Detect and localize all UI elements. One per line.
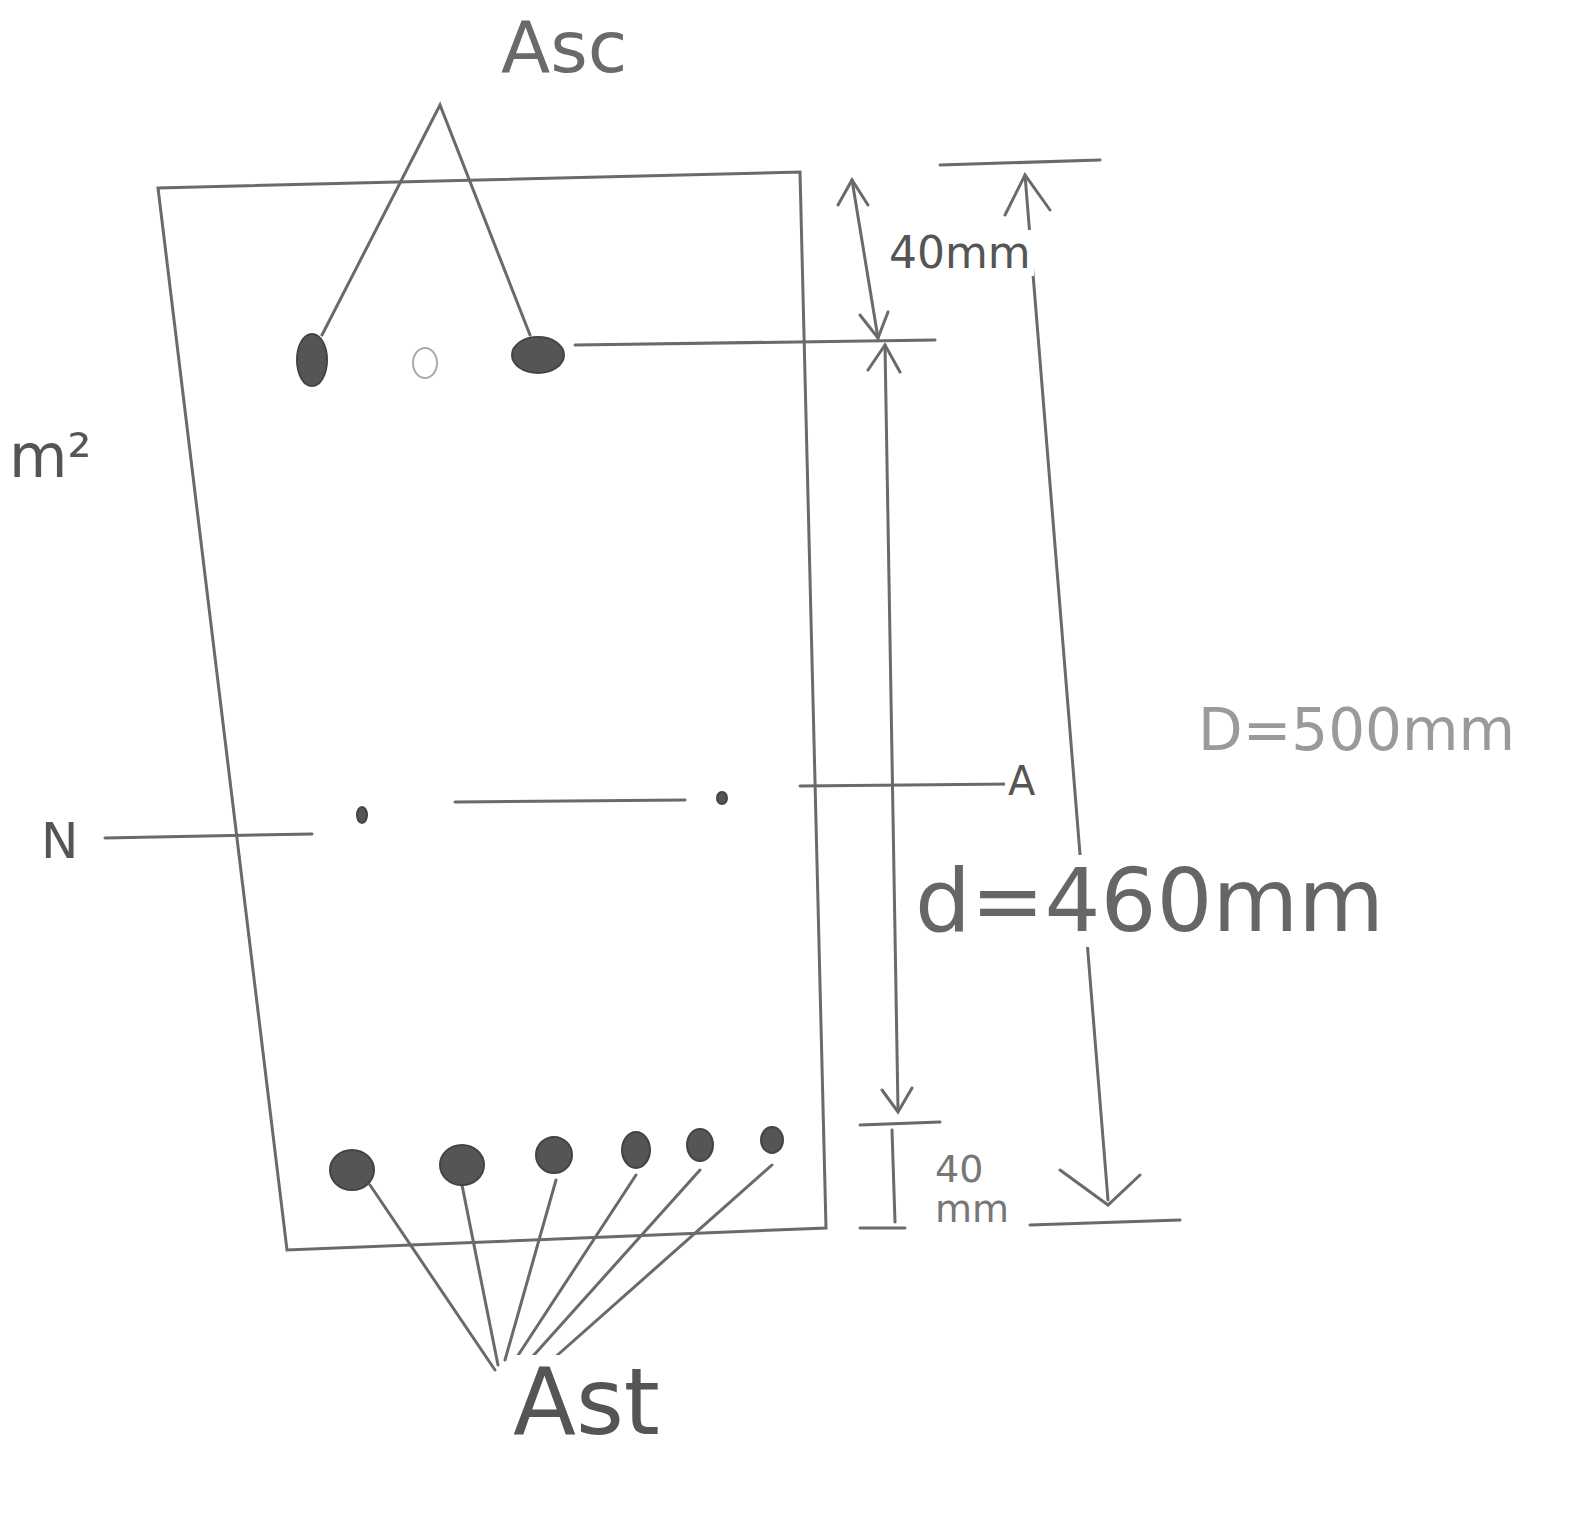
reinforcement-label: Ast bbox=[510, 1355, 663, 1452]
reinforcement-label: Asc bbox=[498, 10, 630, 86]
arrowhead bbox=[1005, 175, 1140, 1205]
dimension-line bbox=[940, 160, 1100, 165]
dimension-label: D=500mm bbox=[1195, 700, 1518, 761]
rebar bbox=[440, 1145, 484, 1185]
neutral-axis bbox=[455, 800, 685, 802]
dimension-line bbox=[860, 1227, 905, 1230]
dimension-line bbox=[1030, 1220, 1180, 1225]
dimension-label: d=460mm bbox=[912, 855, 1387, 947]
neutral-axis bbox=[800, 784, 1012, 786]
arrowhead bbox=[868, 345, 912, 1112]
axis-label: N bbox=[38, 815, 81, 868]
rebar bbox=[622, 1132, 650, 1168]
leader-line bbox=[370, 1165, 772, 1375]
rebar bbox=[413, 348, 437, 378]
dimension-line bbox=[852, 180, 878, 338]
dimension-line bbox=[1025, 175, 1108, 1200]
unit-label: m² bbox=[6, 425, 95, 488]
dimension-line bbox=[892, 1130, 895, 1222]
dimension-label: 40mm bbox=[886, 230, 1034, 276]
rebar bbox=[717, 792, 727, 804]
leader-line bbox=[322, 105, 530, 335]
rebar bbox=[687, 1129, 713, 1161]
arrowhead bbox=[838, 180, 888, 338]
rebar bbox=[357, 807, 367, 823]
dimension-label: 40 mm bbox=[932, 1150, 1018, 1230]
rebar bbox=[536, 1137, 572, 1173]
rebar bbox=[330, 1150, 374, 1190]
section-outline bbox=[158, 172, 826, 1250]
rebar bbox=[297, 334, 327, 386]
neutral-axis bbox=[105, 834, 312, 838]
rebar bbox=[512, 337, 564, 373]
rebar bbox=[761, 1127, 783, 1153]
dimension-line bbox=[575, 340, 935, 345]
dimension-line bbox=[860, 1122, 940, 1125]
dimension-line bbox=[885, 345, 898, 1110]
axis-label: A bbox=[1005, 760, 1038, 802]
